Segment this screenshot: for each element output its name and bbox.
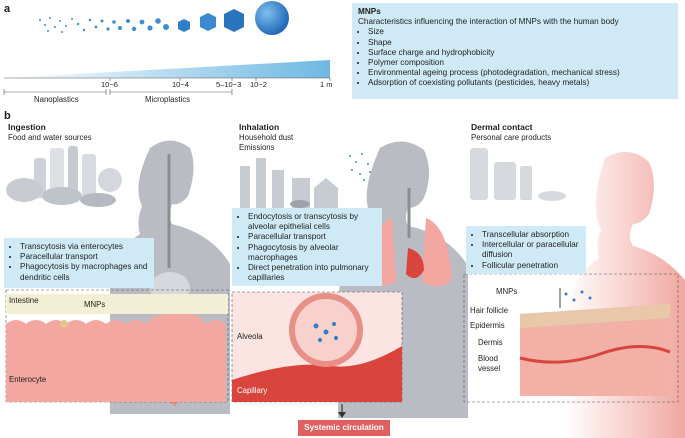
tick-5e-3: 5–10−3	[216, 80, 242, 89]
list-item: Intercellular or paracellular diffusion	[482, 240, 580, 260]
dermal-title: Dermal contact	[471, 122, 533, 132]
dermal-mechanisms-box: Transcellular absorption Intercellular o…	[466, 226, 586, 274]
list-item: Environmental ageing process (photodegra…	[368, 68, 672, 78]
panel-b-letter: b	[4, 110, 11, 122]
mnp-characteristics-list: Size Shape Surface charge and hydrophobi…	[358, 27, 672, 88]
list-item: Transcytosis via enterocytes	[20, 242, 148, 252]
panel-a-letter: a	[4, 3, 11, 15]
microparticle-shapes	[178, 1, 289, 35]
ingestion-mechanisms-box: Transcytosis via enterocytes Paracellula…	[4, 238, 154, 288]
list-item: Phagocytosis by alveolar macrophages	[248, 243, 376, 263]
dermis-label: Dermis	[478, 338, 503, 347]
ingestion-mnps-label: MNPs	[84, 300, 106, 309]
systemic-circulation-badge: Systemic circulation	[298, 420, 390, 436]
food-and-water-items	[6, 146, 122, 207]
blood-vessel-label-2: vessel	[478, 364, 501, 373]
nanoparticle-cloud	[39, 17, 169, 33]
list-item: Surface charge and hydrophobicity	[368, 48, 672, 58]
nanoplastics-label: Nanoplastics	[34, 95, 79, 104]
inhalation-mechanisms-box: Endocytosis or transcytosis by alveolar …	[232, 208, 382, 286]
size-wedge	[4, 60, 330, 78]
tick-1e-4: 10−4	[172, 80, 189, 89]
list-item: Size	[368, 27, 672, 37]
list-item: Endocytosis or transcytosis by alveolar …	[248, 212, 376, 232]
inhalation-subtitle-1: Household dust	[239, 133, 294, 142]
dermal-mnps-label: MNPs	[496, 287, 518, 296]
ingestion-title: Ingestion	[8, 122, 46, 132]
hair-follicle-label: Hair follicle	[470, 306, 509, 315]
list-item: Follicular penetration	[482, 261, 580, 271]
emissions-skyline	[240, 158, 338, 210]
list-item: Paracellular transport	[248, 232, 376, 242]
tick-1e-6: 10−6	[101, 80, 118, 89]
size-scale-graphic	[3, 1, 331, 95]
list-item: Adsorption of coexisting pollutants (pes…	[368, 78, 672, 88]
mnp-characteristics-box: MNPs Characteristics influencing the int…	[352, 3, 678, 99]
enterocyte-label: Enterocyte	[9, 375, 47, 384]
list-item: Transcellular absorption	[482, 230, 580, 240]
blood-vessel-label-1: Blood	[478, 354, 498, 363]
personal-care-products	[470, 148, 566, 201]
list-item: Polymer composition	[368, 58, 672, 68]
list-item: Paracellular transport	[20, 252, 148, 262]
tick-1e-2: 10−2	[250, 80, 267, 89]
list-item: Direct penetration into pulmonary capill…	[248, 263, 376, 283]
microplastics-label: Microplastics	[145, 95, 191, 104]
dermal-subtitle: Personal care products	[471, 133, 552, 142]
capillary-label: Capillary	[237, 386, 268, 395]
inhalation-title: Inhalation	[239, 122, 280, 132]
alveola-label: Alveola	[237, 332, 263, 341]
intestine-label: Intestine	[9, 296, 39, 305]
list-item: Phagocytosis by macrophages and dendriti…	[20, 262, 148, 282]
list-item: Shape	[368, 38, 672, 48]
mnp-box-title: MNPs	[358, 7, 381, 16]
mnp-box-subtitle: Characteristics influencing the interact…	[358, 17, 619, 27]
ingestion-subtitle: Food and water sources	[8, 133, 92, 142]
inhalation-subtitle-2: Emissions	[239, 143, 275, 152]
tick-1m: 1 m	[320, 80, 333, 89]
airborne-particles	[349, 153, 371, 181]
epidermis-label: Epidermis	[470, 321, 505, 330]
